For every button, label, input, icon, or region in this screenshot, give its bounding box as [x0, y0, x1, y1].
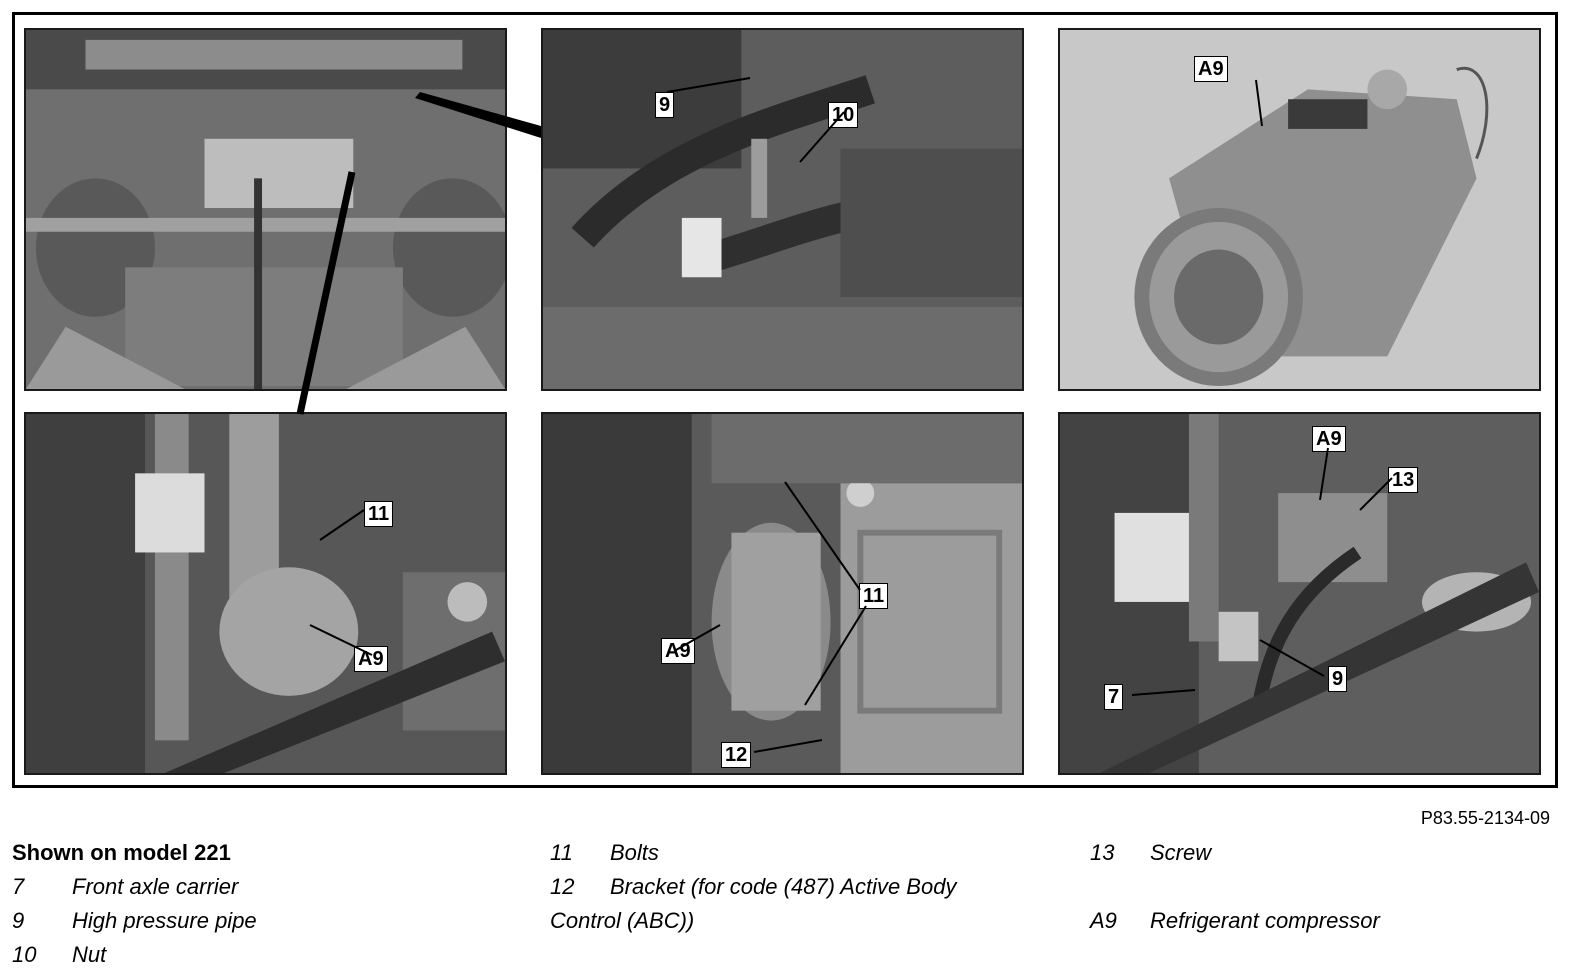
- callout-11: 11: [364, 501, 394, 527]
- photo-refrigerant-compressor: A9: [1058, 28, 1541, 391]
- callout-13: 13: [1388, 467, 1419, 493]
- photo-compressor-bolts-left: 11 A9: [24, 412, 507, 775]
- callout-7: 7: [1104, 684, 1124, 710]
- figure-reference-code: P83.55-2134-09: [1420, 808, 1550, 828]
- callout-11: 11: [859, 583, 889, 609]
- photo-high-pressure-pipe: 9 10: [541, 28, 1024, 391]
- callout-9: 9: [1328, 666, 1348, 692]
- photo-compressor-bracket: 11 A9 12: [541, 412, 1024, 775]
- callout-A9: A9: [354, 646, 388, 672]
- callout-A9: A9: [661, 638, 695, 664]
- callout-10: 10: [828, 102, 859, 128]
- callout-12: 12: [721, 742, 752, 768]
- legend-item-continuation: Control (ABC)): [550, 908, 695, 933]
- callout-A9: A9: [1194, 56, 1228, 82]
- callout-A9: A9: [1312, 426, 1346, 452]
- legend-title: Shown on model 221: [12, 840, 231, 865]
- photo-compressor-screw: A9 13 9 7: [1058, 412, 1541, 775]
- photo-underbody-overview: [24, 28, 507, 391]
- callout-9: 9: [655, 92, 675, 118]
